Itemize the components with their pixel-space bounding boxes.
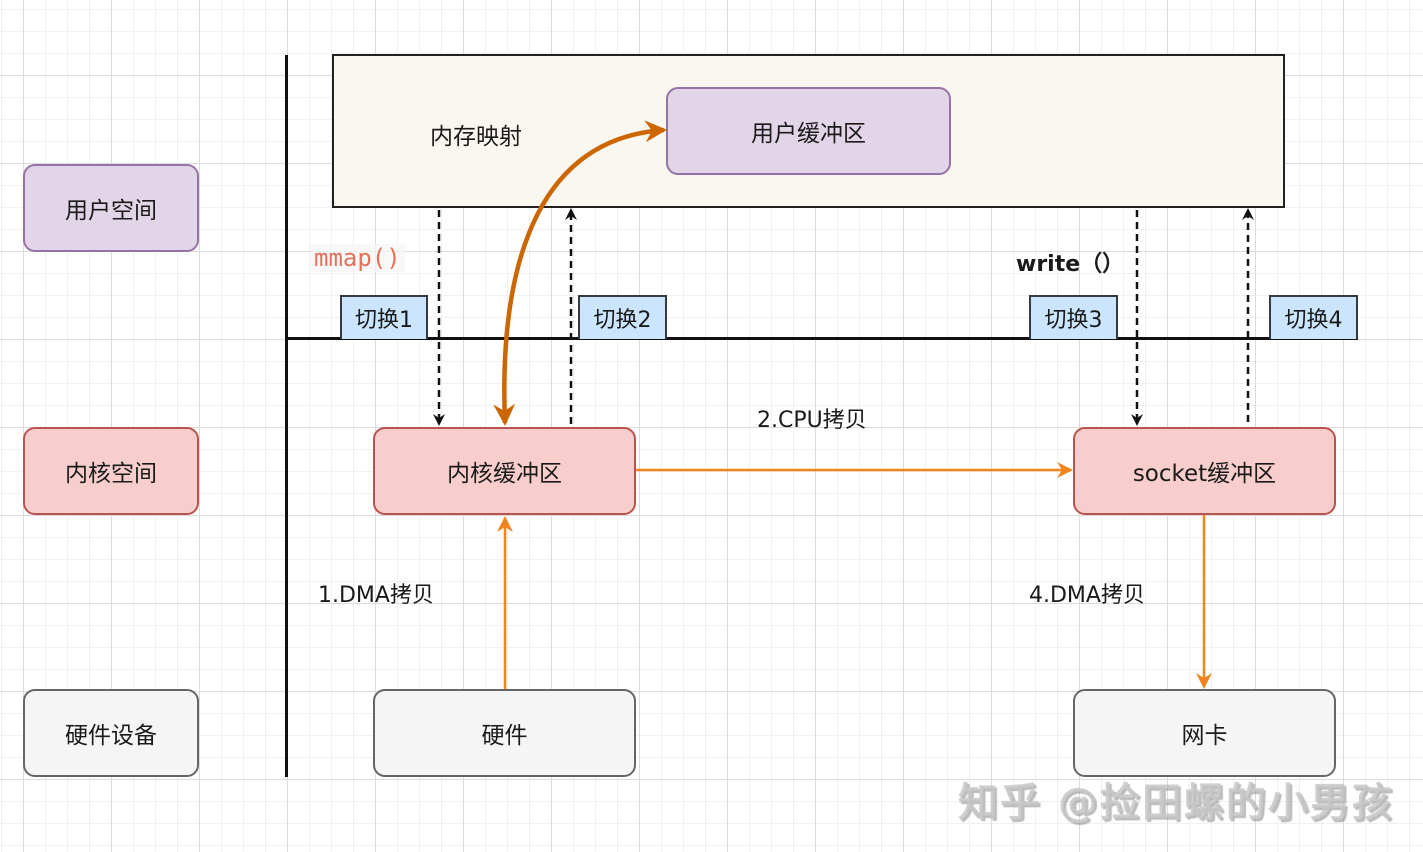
switch-tag-1: 切换1 xyxy=(340,295,428,339)
mmap-call-label: mmap() xyxy=(310,244,405,272)
user-buffer-node: 用户缓冲区 xyxy=(666,87,951,175)
cpu-copy-2-label: 2.CPU拷贝 xyxy=(757,408,867,433)
switch-tag-4: 切换4 xyxy=(1269,295,1358,339)
dma-copy-1-label: 1.DMA拷贝 xyxy=(318,583,434,608)
memory-mapping-curve-arrow xyxy=(493,120,667,426)
watermark: 知乎 @捡田螺的小男孩 xyxy=(958,780,1394,826)
lane-kernel-space: 内核空间 xyxy=(23,427,199,515)
vertical-separator xyxy=(285,55,288,777)
socket-buffer-node: socket缓冲区 xyxy=(1073,427,1336,515)
lane-user-space: 用户空间 xyxy=(23,164,199,252)
kernel-buffer-node: 内核缓冲区 xyxy=(373,427,636,515)
switch-tag-3: 切换3 xyxy=(1029,295,1118,339)
dma-copy-4-label: 4.DMA拷贝 xyxy=(1029,583,1145,608)
write-call-label: write（） xyxy=(1016,252,1125,277)
hardware-disk-node: 硬件 xyxy=(373,689,636,777)
network-card-node: 网卡 xyxy=(1073,689,1336,777)
lane-hardware-devices: 硬件设备 xyxy=(23,689,199,777)
user-kernel-boundary-line xyxy=(286,337,1358,340)
